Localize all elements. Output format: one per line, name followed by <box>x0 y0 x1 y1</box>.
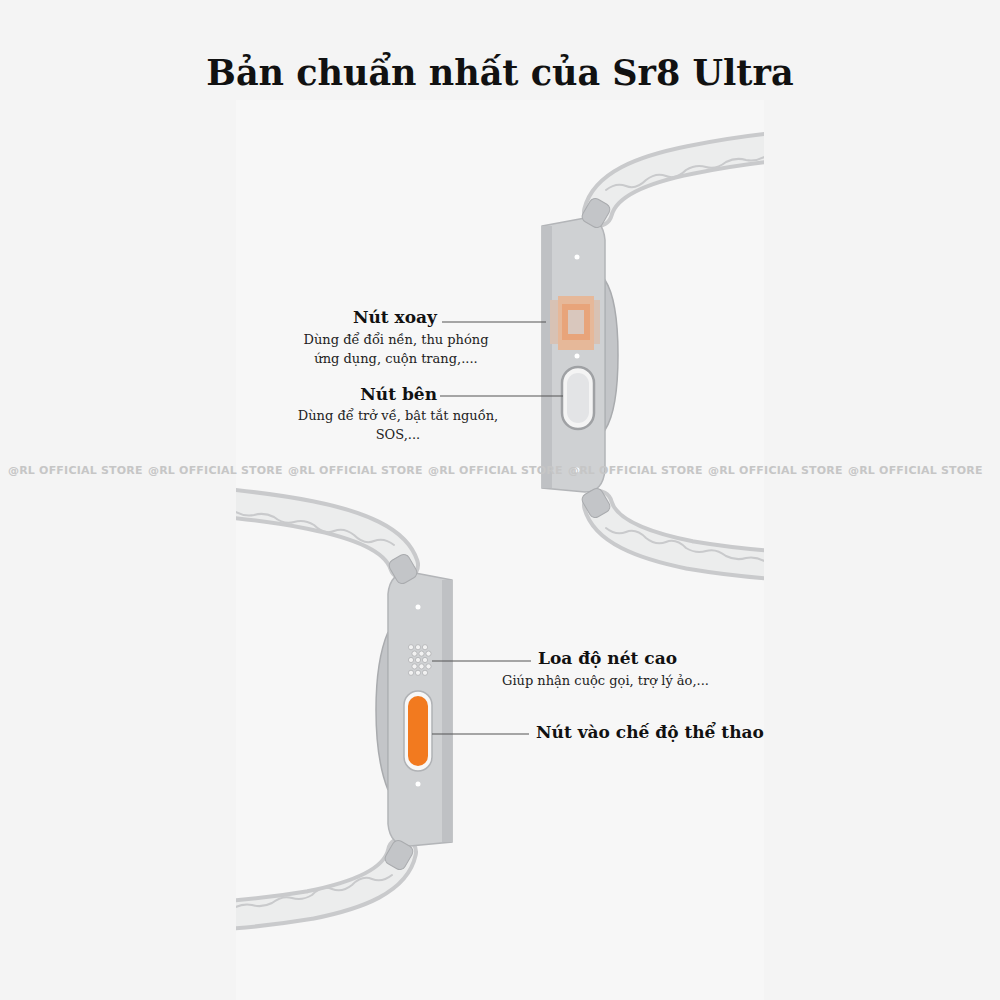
watermark: @RL OFFICIAL STORE <box>148 464 283 477</box>
page-title: Bản chuẩn nhất của Sr8 Ultra <box>0 52 1000 93</box>
callout-heading: Nút bên <box>240 383 437 405</box>
watermark: @RL OFFICIAL STORE <box>848 464 983 477</box>
speaker-hole <box>422 657 427 662</box>
callout-description: Dùng để đổi nền, thu phóng ứng dụng, cuộ… <box>291 330 501 368</box>
speaker-hole <box>426 651 431 656</box>
speaker-hole <box>415 657 420 662</box>
speaker-hole <box>408 670 413 675</box>
leader-lines <box>432 322 563 734</box>
callout-description: Giúp nhận cuộc gọi, trợ lý ảo,... <box>502 671 709 690</box>
watermark: @RL OFFICIAL STORE <box>8 464 143 477</box>
speaker-hole <box>426 664 431 669</box>
speaker-hole <box>412 651 417 656</box>
watermark: @RL OFFICIAL STORE <box>428 464 563 477</box>
speaker-hole <box>415 645 420 650</box>
speaker-hole <box>415 670 420 675</box>
callout-description: Dùng để trở về, bật tắt nguồn, SOS,... <box>283 406 513 444</box>
speaker-hole <box>408 645 413 650</box>
speaker-hole <box>419 651 424 656</box>
speaker-hole <box>422 645 427 650</box>
bottom-watch <box>376 552 452 872</box>
speaker-hole <box>412 664 417 669</box>
watermark: @RL OFFICIAL STORE <box>708 464 843 477</box>
watermark: @RL OFFICIAL STORE <box>568 464 703 477</box>
callout-heading: Nút xoay <box>240 306 437 328</box>
speaker-hole <box>422 670 427 675</box>
bands <box>236 147 764 915</box>
speaker-hole <box>408 657 413 662</box>
speaker-hole <box>419 664 424 669</box>
watermark: @RL OFFICIAL STORE <box>288 464 423 477</box>
callout-heading: Nút vào chế độ thể thao <box>536 721 764 743</box>
callout-heading: Loa độ nét cao <box>538 647 677 669</box>
